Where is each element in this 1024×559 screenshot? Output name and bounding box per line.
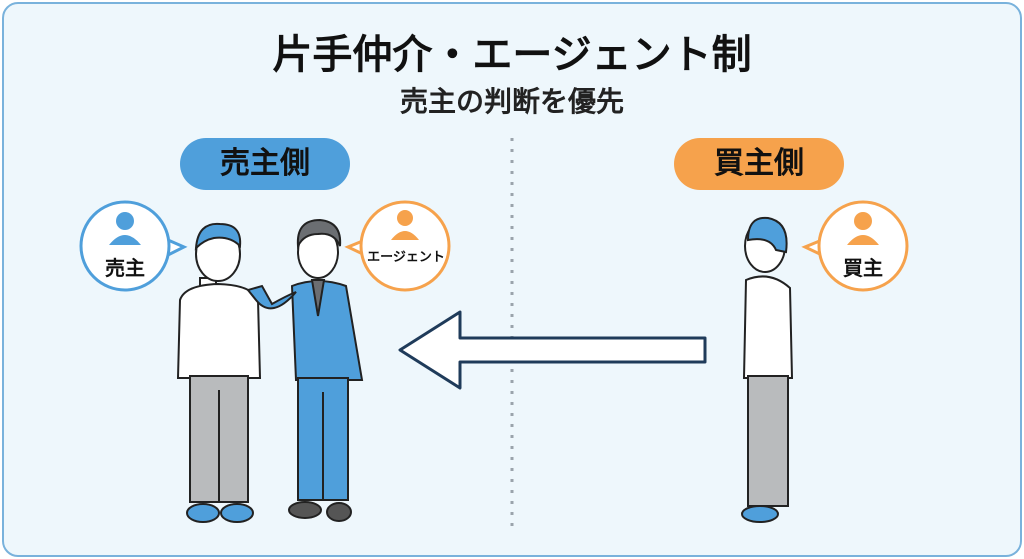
seller-figure [176, 222, 262, 523]
person-icon [854, 212, 872, 230]
seller-bubble [79, 200, 188, 292]
buyer-bubble [801, 200, 909, 292]
agent-bubble-label: エージェント [367, 250, 445, 265]
diagram-title: 片手仲介・エージェント制 [272, 32, 752, 78]
diagram-subtitle: 売主の判断を優先 [399, 85, 624, 118]
buyer-bubble-label: 買主 [843, 256, 883, 280]
agent-figure [246, 218, 364, 522]
seller-bubble-label: 売主 [105, 256, 145, 280]
person-icon [116, 212, 134, 230]
seller-side-label: 売主側 [180, 138, 350, 190]
left-arrow-icon [398, 310, 707, 390]
agent-icon [397, 210, 413, 226]
agent-bubble [344, 200, 451, 292]
buyer-side-label: 買主側 [674, 138, 844, 190]
buyer-figure [741, 216, 794, 523]
